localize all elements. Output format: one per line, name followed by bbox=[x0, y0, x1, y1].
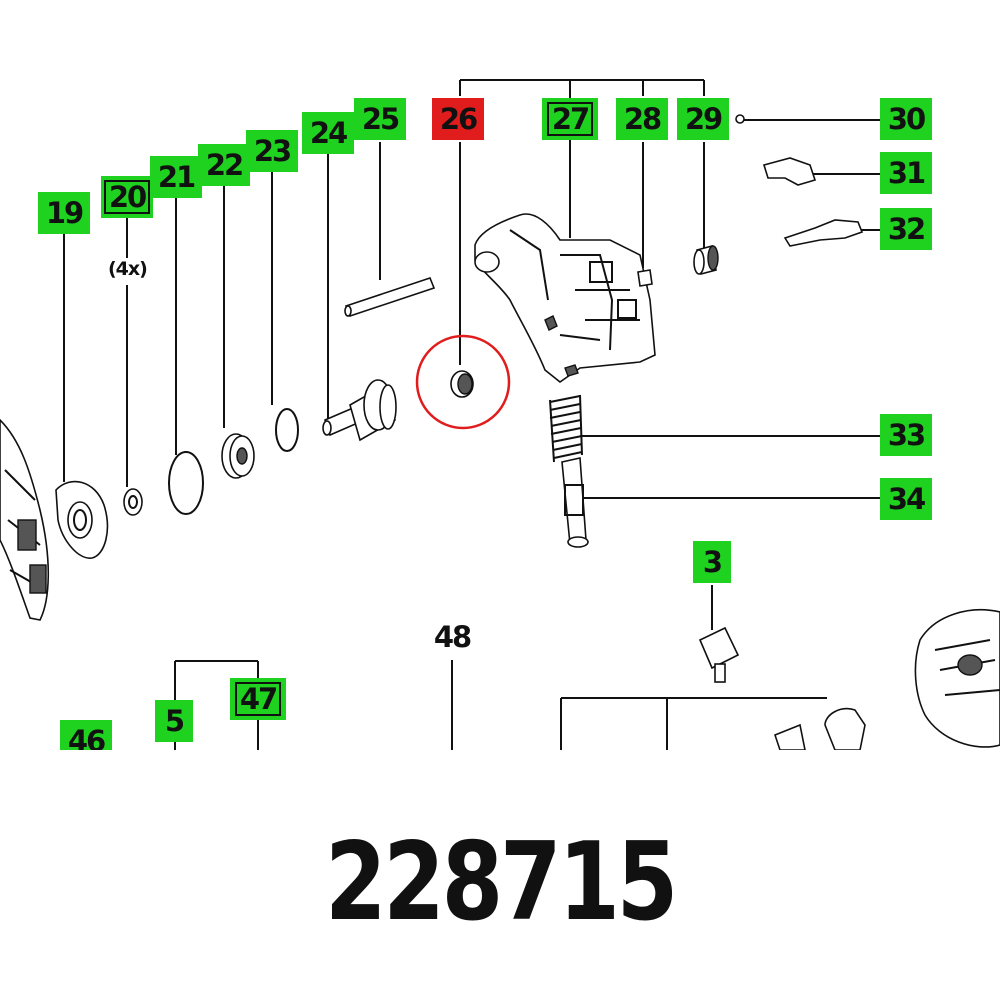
part-28-pin bbox=[637, 269, 653, 287]
callout-22: 22 bbox=[198, 144, 250, 186]
highlight-circle bbox=[415, 334, 511, 430]
part-31-bracket bbox=[762, 157, 817, 186]
callout-5: 5 bbox=[155, 700, 193, 742]
callout-34: 34 bbox=[880, 478, 932, 520]
quantity-note: (4x) bbox=[108, 258, 148, 280]
part-19-flange bbox=[55, 480, 109, 559]
callout-47: 47 bbox=[230, 678, 286, 720]
part-32-lever bbox=[783, 219, 864, 247]
callout-29: 29 bbox=[677, 98, 729, 140]
lower-right-parts bbox=[774, 609, 1000, 751]
part-20-washer bbox=[123, 488, 143, 516]
callout-28: 28 bbox=[616, 98, 668, 140]
callout-19: 19 bbox=[38, 192, 90, 234]
part-23-circlip bbox=[275, 408, 299, 452]
part-3-switch bbox=[698, 626, 740, 683]
callout-46: 46 bbox=[60, 720, 112, 750]
callout-3: 3 bbox=[693, 541, 731, 583]
part-29-bushing bbox=[693, 245, 719, 275]
callout-20: 20 bbox=[101, 176, 153, 218]
part-30-nut bbox=[735, 114, 745, 124]
callout-33: 33 bbox=[880, 414, 932, 456]
part-number: 228715 bbox=[324, 820, 678, 945]
part-27-main-housing bbox=[474, 213, 656, 383]
leader-lines bbox=[63, 79, 880, 750]
callout-30: 30 bbox=[880, 98, 932, 140]
callout-21: 21 bbox=[150, 156, 202, 198]
callout-26-highlighted: 26 bbox=[432, 98, 484, 140]
part-33-spring bbox=[549, 394, 583, 463]
footer-area bbox=[0, 750, 1000, 1000]
part-24-shaft bbox=[322, 379, 397, 442]
callout-27: 27 bbox=[542, 98, 598, 140]
part-34-rod bbox=[561, 457, 589, 548]
left-housing-part bbox=[0, 418, 50, 621]
part-26-sleeve bbox=[450, 370, 474, 398]
part-21-o-ring bbox=[168, 451, 204, 515]
part-22-bearing bbox=[221, 433, 255, 479]
part-25-pin bbox=[344, 277, 436, 317]
callout-31: 31 bbox=[880, 152, 932, 194]
callout-48: 48 bbox=[433, 620, 472, 654]
callout-32: 32 bbox=[880, 208, 932, 250]
callout-23: 23 bbox=[246, 130, 298, 172]
callout-24: 24 bbox=[302, 112, 354, 154]
callout-25: 25 bbox=[354, 98, 406, 140]
